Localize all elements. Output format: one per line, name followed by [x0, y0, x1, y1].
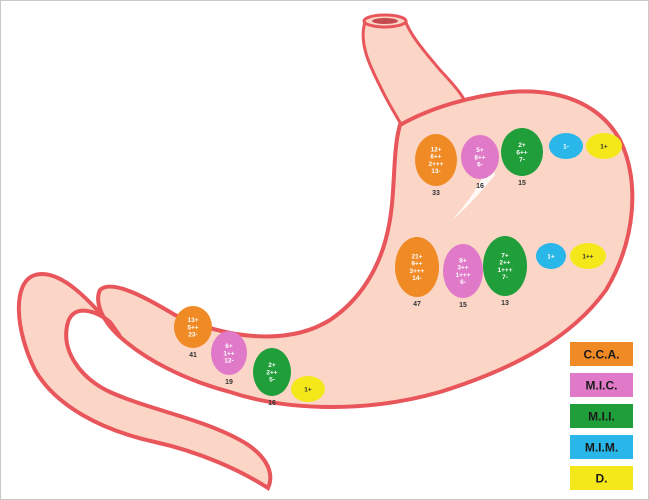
- bubble-value: 1++: [223, 350, 234, 357]
- bubble-value: 23-: [188, 332, 197, 339]
- bubble-value: 2++: [266, 369, 277, 376]
- bubble-value: 9++: [411, 261, 422, 268]
- legend-label: D.: [596, 472, 608, 486]
- esophagus-lumen: [372, 18, 398, 24]
- bubble-value: 1++: [582, 253, 593, 260]
- legend-item-d: D.: [570, 466, 633, 490]
- bubble-total: 47: [413, 301, 421, 308]
- bubble-value: 6++: [430, 154, 441, 161]
- bubble-value: 8+: [459, 258, 467, 265]
- bubble-value: 21+: [411, 254, 422, 261]
- bubble-value: 7-: [519, 157, 525, 164]
- bubble-total: 19: [225, 379, 233, 386]
- bubble-value: 5+: [476, 147, 484, 154]
- bubble-total: 15: [518, 180, 526, 187]
- bubble-value: 6++: [516, 149, 527, 156]
- legend-label: M.I.I.: [588, 410, 615, 424]
- bubble-total: 16: [476, 183, 484, 190]
- upper-d-bubble: 1+: [586, 133, 622, 159]
- bubble-value: 3+++: [409, 268, 424, 275]
- bubble-value: 2+: [268, 362, 276, 369]
- legend-label: C.C.A.: [584, 348, 620, 362]
- bubble-total: 16: [268, 400, 276, 407]
- bubble-value: 14-: [412, 275, 421, 282]
- middle-d-bubble: 1++: [570, 243, 606, 269]
- bubble-value: 5-: [269, 377, 275, 384]
- legend-item-mii: M.I.I.: [570, 404, 633, 428]
- legend-label: M.I.M.: [585, 441, 618, 455]
- legend-item-cca: C.C.A.: [570, 342, 633, 366]
- bubble-value: 6-: [477, 162, 483, 169]
- bubble-value: 5++: [187, 324, 198, 331]
- bubble-value: 1+++: [497, 267, 512, 274]
- bubble-value: 7-: [502, 274, 508, 281]
- bubble-value: 8++: [474, 154, 485, 161]
- bubble-value: 12+: [430, 147, 441, 154]
- bubble-total: 41: [189, 352, 197, 359]
- bubble-value: 13+: [187, 317, 198, 324]
- legend: C.C.A. M.I.C. M.I.I. M.I.M. D.: [570, 342, 633, 490]
- legend-label: M.I.C.: [586, 379, 618, 393]
- lower-d-bubble: 1+: [291, 376, 325, 402]
- bubble-value: 1-: [563, 143, 569, 150]
- bubble-total: 13: [501, 300, 509, 307]
- bubble-value: 6+: [225, 343, 233, 350]
- bubble-value: 1+++: [455, 272, 470, 279]
- bubble-value: 3++: [457, 265, 468, 272]
- bubble-value: 12-: [224, 358, 233, 365]
- bubble-value: 6-: [460, 279, 466, 286]
- bubble-value: 13-: [431, 168, 440, 175]
- bubble-value: 2+++: [428, 161, 443, 168]
- bubble-value: 2+: [518, 142, 526, 149]
- bubble-value: 1+: [547, 253, 555, 260]
- bubble-value: 2++: [499, 260, 510, 267]
- bubble-total: 33: [432, 190, 440, 197]
- middle-mim-bubble: 1+: [536, 243, 566, 269]
- bubble-value: 1+: [304, 386, 312, 393]
- upper-mim-bubble: 1-: [549, 133, 583, 159]
- legend-item-mic: M.I.C.: [570, 373, 633, 397]
- bubble-value: 1+: [600, 143, 608, 150]
- bubble-value: 7+: [501, 253, 509, 260]
- bubble-total: 15: [459, 302, 467, 309]
- legend-item-mim: M.I.M.: [570, 435, 633, 459]
